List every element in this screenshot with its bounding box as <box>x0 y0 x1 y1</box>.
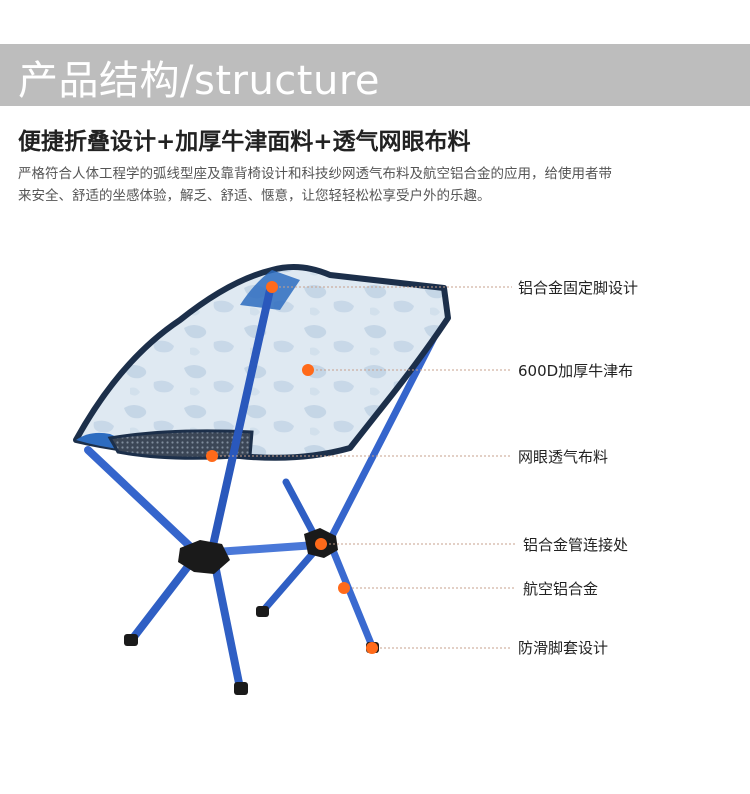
callout-mesh-fabric: 网眼透气布料 <box>518 448 609 466</box>
orange-dot-marker <box>302 364 314 376</box>
callout-anti-slip-foot: 防滑脚套设计 <box>518 639 609 657</box>
orange-dot-marker <box>266 281 278 293</box>
orange-dot-marker <box>315 538 327 550</box>
product-description: 严格符合人体工程学的弧线型座及靠背椅设计和科技纱网透气布料及航空铝合金的应用，给… <box>18 163 730 207</box>
orange-dot-marker <box>366 642 378 654</box>
callout-aviation-aluminium: 航空铝合金 <box>523 580 599 598</box>
callout-leader-lines <box>212 286 516 649</box>
callout-tube-joint: 铝合金管连接处 <box>523 536 629 554</box>
orange-dot-marker <box>338 582 350 594</box>
callout-oxford-fabric: 600D加厚牛津布 <box>518 362 634 380</box>
description-line-1: 严格符合人体工程学的弧线型座及靠背椅设计和科技纱网透气布料及航空铝合金的应用，给… <box>18 166 612 182</box>
callout-markers <box>206 281 378 654</box>
callout-fixed-foot: 铝合金固定脚设计 <box>518 279 639 297</box>
description-line-2: 来安全、舒适的坐感体验，解乏、舒适、惬意，让您轻轻松松享受户外的乐趣。 <box>18 188 491 204</box>
rubber-feet <box>124 606 379 695</box>
front-legs <box>84 286 320 692</box>
feature-headline: 便捷折叠设计+加厚牛津面料+透气网眼布料 <box>18 129 471 155</box>
folding-chair-illustration <box>73 263 516 695</box>
aluminium-connector-hubs <box>178 528 338 574</box>
seat-fabric <box>73 263 451 461</box>
section-header-band: 产品结构/structure <box>0 44 750 106</box>
section-title: 产品结构/structure <box>18 58 380 104</box>
orange-dot-marker <box>206 450 218 462</box>
